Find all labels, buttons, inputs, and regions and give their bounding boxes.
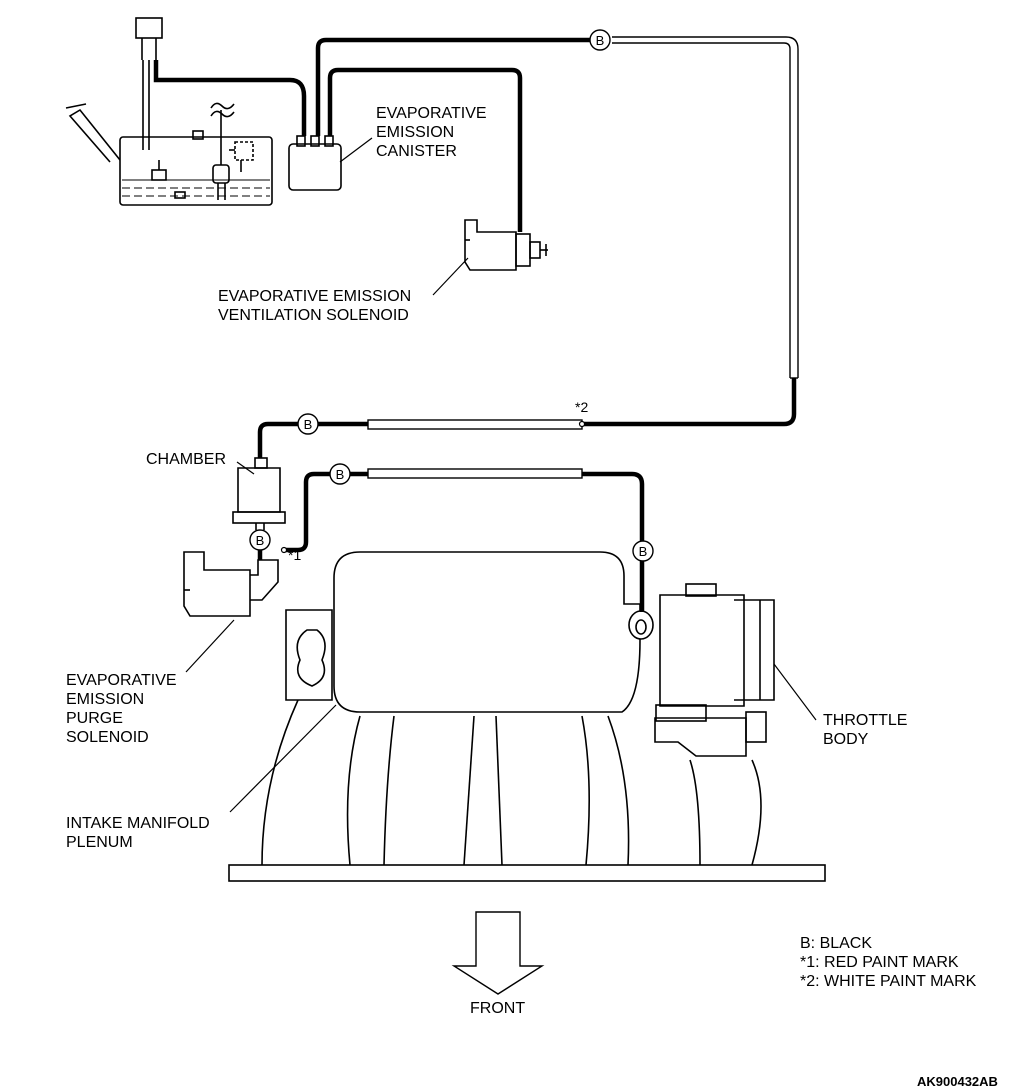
white-hose — [612, 36, 799, 379]
fuel-tank — [65, 60, 273, 206]
intake-manifold-plenum-label: INTAKE MANIFOLD PLENUM — [66, 815, 210, 851]
b-marker-1: B — [596, 33, 605, 48]
throttle-body-label: THROTTLE BODY — [823, 712, 908, 748]
paint-mark-2-dot — [578, 420, 586, 428]
b-marker-5: B — [639, 544, 648, 559]
hose-sleeves — [367, 419, 583, 479]
intake-manifold-plenum — [333, 551, 654, 713]
ventilation-solenoid — [464, 219, 548, 271]
ventilation-solenoid-label: EVAPORATIVE EMISSION VENTILATION SOLENOI… — [218, 288, 412, 324]
purge-solenoid-label: EVAPORATIVE EMISSION PURGE SOLENOID — [66, 672, 177, 746]
canister-label: EVAPORATIVE EMISSION CANISTER — [376, 105, 487, 160]
b-marker-4: B — [256, 533, 265, 548]
paint-mark-2-label: *2 — [575, 399, 589, 415]
paint-mark-1-dot — [280, 546, 288, 554]
evaporative-emission-canister — [288, 135, 342, 191]
b-marker-2: B — [304, 417, 313, 432]
chamber — [232, 457, 286, 530]
leader-lines — [185, 137, 817, 813]
legend-item: *2: WHITE PAINT MARK — [800, 973, 977, 990]
legend-item: *1: RED PAINT MARK — [800, 954, 959, 971]
legend: B: BLACK *1: RED PAINT MARK *2: WHITE PA… — [800, 934, 976, 991]
paint-mark-1-label: *1 — [288, 547, 302, 563]
chamber-label: CHAMBER — [146, 451, 227, 468]
b-marker-labels: B B B B B — [256, 33, 648, 559]
front-label: FRONT — [470, 1000, 526, 1017]
b-marker-circles — [249, 29, 654, 562]
front-arrow — [451, 911, 545, 995]
legend-item: B: BLACK — [800, 935, 873, 952]
purge-solenoid — [183, 551, 279, 617]
tank-connector — [135, 17, 163, 60]
b-marker-3: B — [336, 467, 345, 482]
figure-code: AK900432AB — [917, 1074, 998, 1089]
intake-manifold — [228, 609, 826, 882]
throttle-body — [654, 583, 775, 757]
